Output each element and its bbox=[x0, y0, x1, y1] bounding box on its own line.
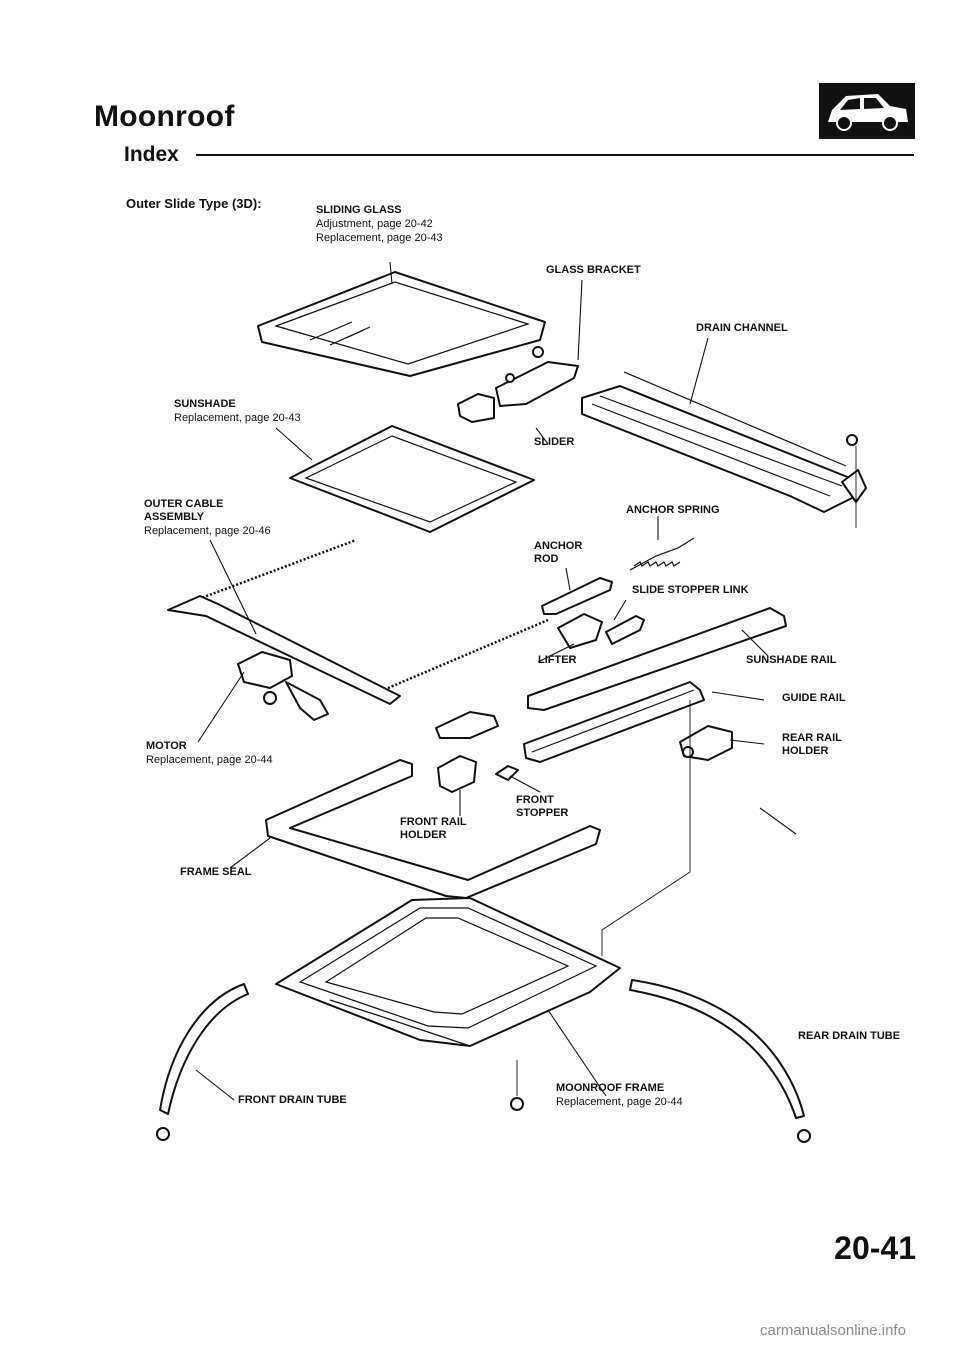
header-rule bbox=[196, 154, 914, 156]
label-rear-rail-holder-1: REAR RAIL bbox=[782, 732, 842, 744]
sunshade-part bbox=[289, 425, 535, 533]
motor-part bbox=[237, 651, 329, 721]
label-rear-rail-holder-2: HOLDER bbox=[782, 745, 829, 757]
label-anchor-rod-1: ANCHOR bbox=[534, 540, 583, 552]
anchor-rod-part bbox=[541, 577, 613, 615]
car-hatchback-icon bbox=[818, 82, 916, 140]
label-front-stopper-1: FRONT bbox=[516, 794, 554, 806]
glass-bracket-part bbox=[495, 346, 579, 407]
label-sliding-glass: SLIDING GLASS bbox=[316, 204, 402, 216]
page-subtitle: Index bbox=[124, 143, 179, 166]
label-anchor-rod-2: ROD bbox=[534, 553, 559, 565]
label-motor: MOTOR bbox=[146, 740, 187, 752]
outer-cable-part bbox=[167, 538, 549, 705]
rear-rail-holder-part bbox=[679, 725, 733, 761]
frame-screw-part bbox=[510, 1097, 524, 1111]
label-sunshade: SUNSHADE bbox=[174, 398, 236, 410]
front-rail-holder-part bbox=[435, 711, 499, 793]
ref-moonroof-frame-replacement: Replacement, page 20-44 bbox=[556, 1096, 683, 1108]
ref-sliding-glass-adjustment: Adjustment, page 20-42 bbox=[316, 218, 433, 230]
sliding-glass-part bbox=[257, 271, 546, 377]
label-front-rail-holder-2: HOLDER bbox=[400, 829, 447, 841]
ref-sunshade-replacement: Replacement, page 20-43 bbox=[174, 412, 301, 424]
sunshade-rail-part bbox=[527, 607, 787, 711]
label-sunshade-rail: SUNSHADE RAIL bbox=[746, 654, 837, 666]
front-drain-tube-part bbox=[156, 983, 249, 1141]
label-slide-stopper-link: SLIDE STOPPER LINK bbox=[632, 584, 749, 596]
label-outer-cable-2: ASSEMBLY bbox=[144, 511, 205, 523]
frame-seal-part bbox=[265, 759, 601, 899]
lifter-part bbox=[557, 613, 603, 649]
label-slider: SLIDER bbox=[534, 436, 575, 448]
label-anchor-spring: ANCHOR SPRING bbox=[626, 504, 720, 516]
front-stopper-part bbox=[495, 765, 519, 781]
label-frame-seal: FRAME SEAL bbox=[180, 866, 252, 878]
drain-channel-part bbox=[581, 371, 867, 513]
moonroof-frame-part bbox=[275, 897, 621, 1047]
rear-drain-tube-part bbox=[629, 979, 811, 1143]
ref-outer-cable-replacement: Replacement, page 20-46 bbox=[144, 525, 271, 537]
guide-rail-part bbox=[523, 681, 705, 763]
section-heading: Outer Slide Type (3D): bbox=[126, 196, 262, 211]
slide-stopper-link-part bbox=[605, 615, 645, 645]
label-glass-bracket: GLASS BRACKET bbox=[546, 264, 641, 276]
label-front-drain-tube: FRONT DRAIN TUBE bbox=[238, 1094, 347, 1106]
label-drain-channel: DRAIN CHANNEL bbox=[696, 322, 788, 334]
label-outer-cable-1: OUTER CABLE bbox=[144, 498, 224, 510]
label-front-stopper-2: STOPPER bbox=[516, 807, 569, 819]
label-moonroof-frame: MOONROOF FRAME bbox=[556, 1082, 665, 1094]
anchor-spring-part bbox=[629, 537, 695, 571]
ref-sliding-glass-replacement: Replacement, page 20-43 bbox=[316, 232, 443, 244]
page-number: 20-41 bbox=[834, 1230, 916, 1266]
channel-screw-part bbox=[846, 434, 858, 446]
page-title: Moonroof bbox=[94, 100, 235, 133]
site-watermark: carmanualsonline.info bbox=[760, 1322, 906, 1339]
label-lifter: LIFTER bbox=[538, 654, 577, 666]
label-front-rail-holder-1: FRONT RAIL bbox=[400, 816, 467, 828]
label-guide-rail: GUIDE RAIL bbox=[782, 692, 846, 704]
slider-part bbox=[457, 393, 495, 423]
label-rear-drain-tube: REAR DRAIN TUBE bbox=[798, 1030, 901, 1042]
ref-motor-replacement: Replacement, page 20-44 bbox=[146, 754, 273, 766]
